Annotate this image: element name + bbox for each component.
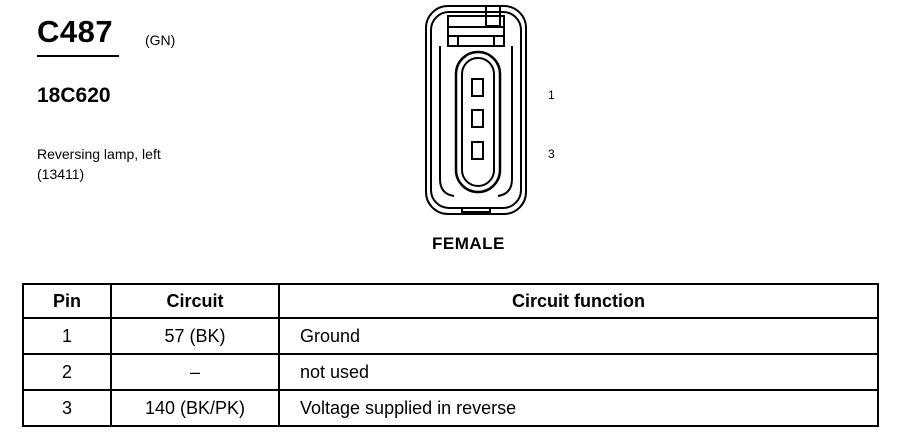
pin-2-terminal: [471, 109, 484, 128]
cell-circuit: 57 (BK): [110, 317, 280, 355]
component-description: Reversing lamp, left (13411): [37, 144, 161, 184]
connector-face-diagram: [425, 5, 527, 215]
connector-gender-label: FEMALE: [432, 234, 505, 253]
connector-guide-rail-right: [497, 46, 513, 197]
pin-label-1: 1: [548, 88, 555, 102]
cell-circuit-function: not used: [278, 353, 879, 391]
pin-3-terminal: [471, 141, 484, 160]
table-row: 1 57 (BK) Ground: [22, 317, 879, 355]
connector-inner-housing: [430, 11, 522, 209]
color-code: (GN): [145, 32, 176, 48]
pin-label-3: 3: [548, 147, 555, 161]
cell-pin: 2: [22, 353, 112, 391]
description-name: Reversing lamp, left: [37, 146, 161, 162]
table-row: 2 – not used: [22, 353, 879, 391]
cell-pin: 3: [22, 389, 112, 427]
table-row: 3 140 (BK/PK) Voltage supplied in revers…: [22, 389, 879, 427]
table-header-row: Pin Circuit Circuit function: [22, 283, 879, 319]
connector-tab-top-bar: [447, 15, 505, 28]
pin-1-terminal: [471, 78, 484, 97]
pin-cavity-outline: [454, 50, 502, 194]
connector-tab-pin: [485, 5, 501, 27]
header-circuit: Circuit: [110, 283, 280, 319]
connector-id: C487: [37, 14, 114, 49]
connector-locking-tab: [447, 15, 505, 47]
description-reference: (13411): [37, 166, 85, 182]
connector-outer-housing: [425, 5, 527, 215]
connector-bottom-latch: [461, 208, 491, 213]
cell-circuit: 140 (BK/PK): [110, 389, 280, 427]
part-number: 18C620: [37, 84, 111, 107]
cell-circuit-function: Voltage supplied in reverse: [278, 389, 879, 427]
header-circuit-function: Circuit function: [278, 283, 879, 319]
cell-pin: 1: [22, 317, 112, 355]
header-pin: Pin: [22, 283, 112, 319]
connector-guide-rail-left: [439, 46, 455, 197]
cell-circuit: –: [110, 353, 280, 391]
connector-id-underline: [37, 55, 119, 57]
cell-circuit-function: Ground: [278, 317, 879, 355]
pin-circuit-table: Pin Circuit Circuit function 1 57 (BK) G…: [22, 283, 879, 427]
